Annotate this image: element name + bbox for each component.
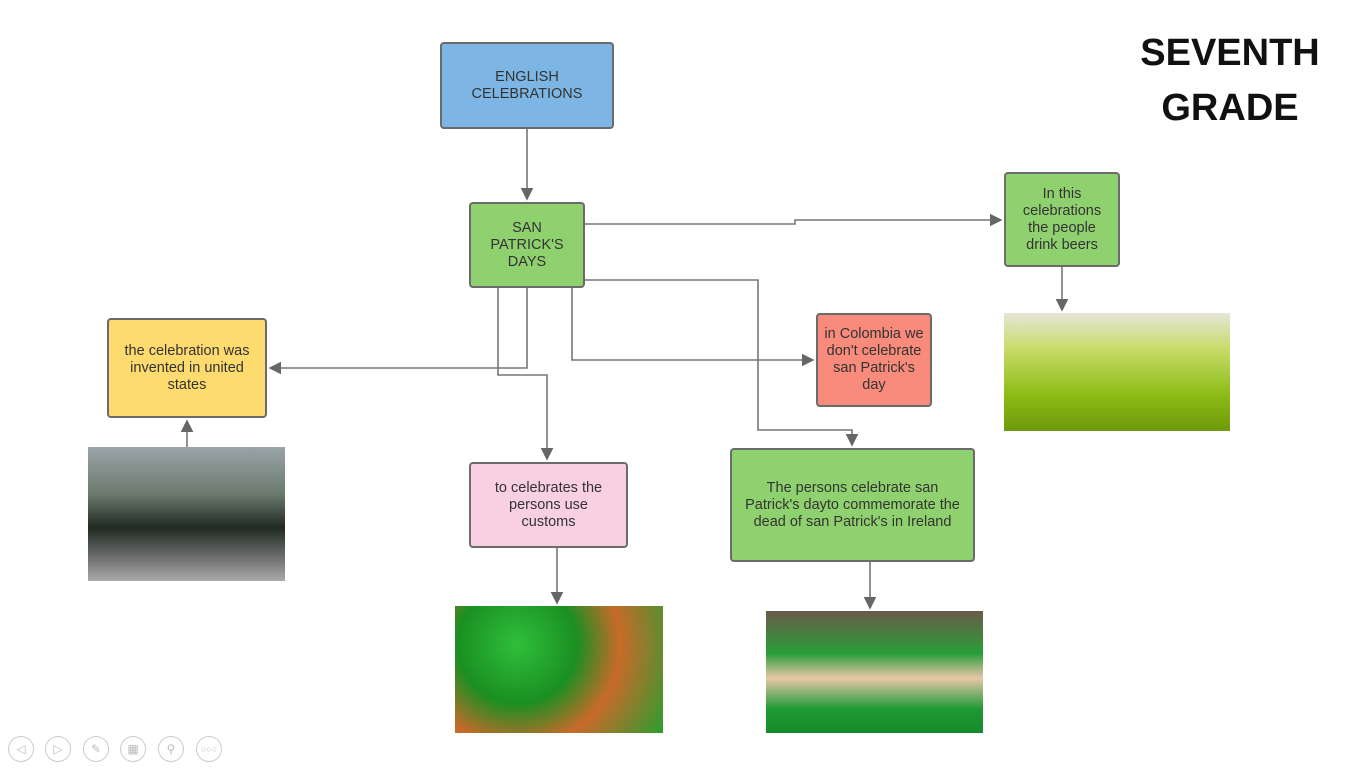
node-colombia: in Colombia we don't celebrate san Patri… — [816, 313, 932, 407]
green-beer-photo — [1004, 313, 1230, 431]
slide-title-line1: SEVENTH — [1140, 32, 1320, 74]
zoom-button[interactable]: ⚲ — [158, 736, 184, 762]
slide-title-line2: GRADE — [1161, 87, 1299, 129]
node-invented: the celebration was invented in united s… — [107, 318, 267, 418]
connector — [585, 279, 859, 447]
more-options-button[interactable]: ○○○ — [196, 736, 222, 762]
node-customs: to celebrates the persons use customs — [469, 462, 628, 548]
connector — [497, 288, 554, 461]
connector — [571, 288, 815, 367]
node-english-celebrations: ENGLISH CELEBRATIONS — [440, 42, 614, 129]
previous-slide-button[interactable]: ◁ — [8, 736, 34, 762]
connector — [585, 213, 1003, 227]
node-san-patricks-days: SAN PATRICK'S DAYS — [469, 202, 585, 288]
node-drink-beers: In this celebrations the people drink be… — [1004, 172, 1120, 267]
pen-button[interactable]: ✎ — [83, 736, 109, 762]
node-commemorate: The persons celebrate san Patrick's dayt… — [730, 448, 975, 562]
all-slides-button[interactable]: ▦ — [120, 736, 146, 762]
connector — [268, 288, 528, 375]
next-slide-button[interactable]: ▷ — [45, 736, 71, 762]
leprechauns-photo — [455, 606, 663, 733]
parade-photo — [88, 447, 285, 581]
green-suits-photo — [766, 611, 983, 733]
